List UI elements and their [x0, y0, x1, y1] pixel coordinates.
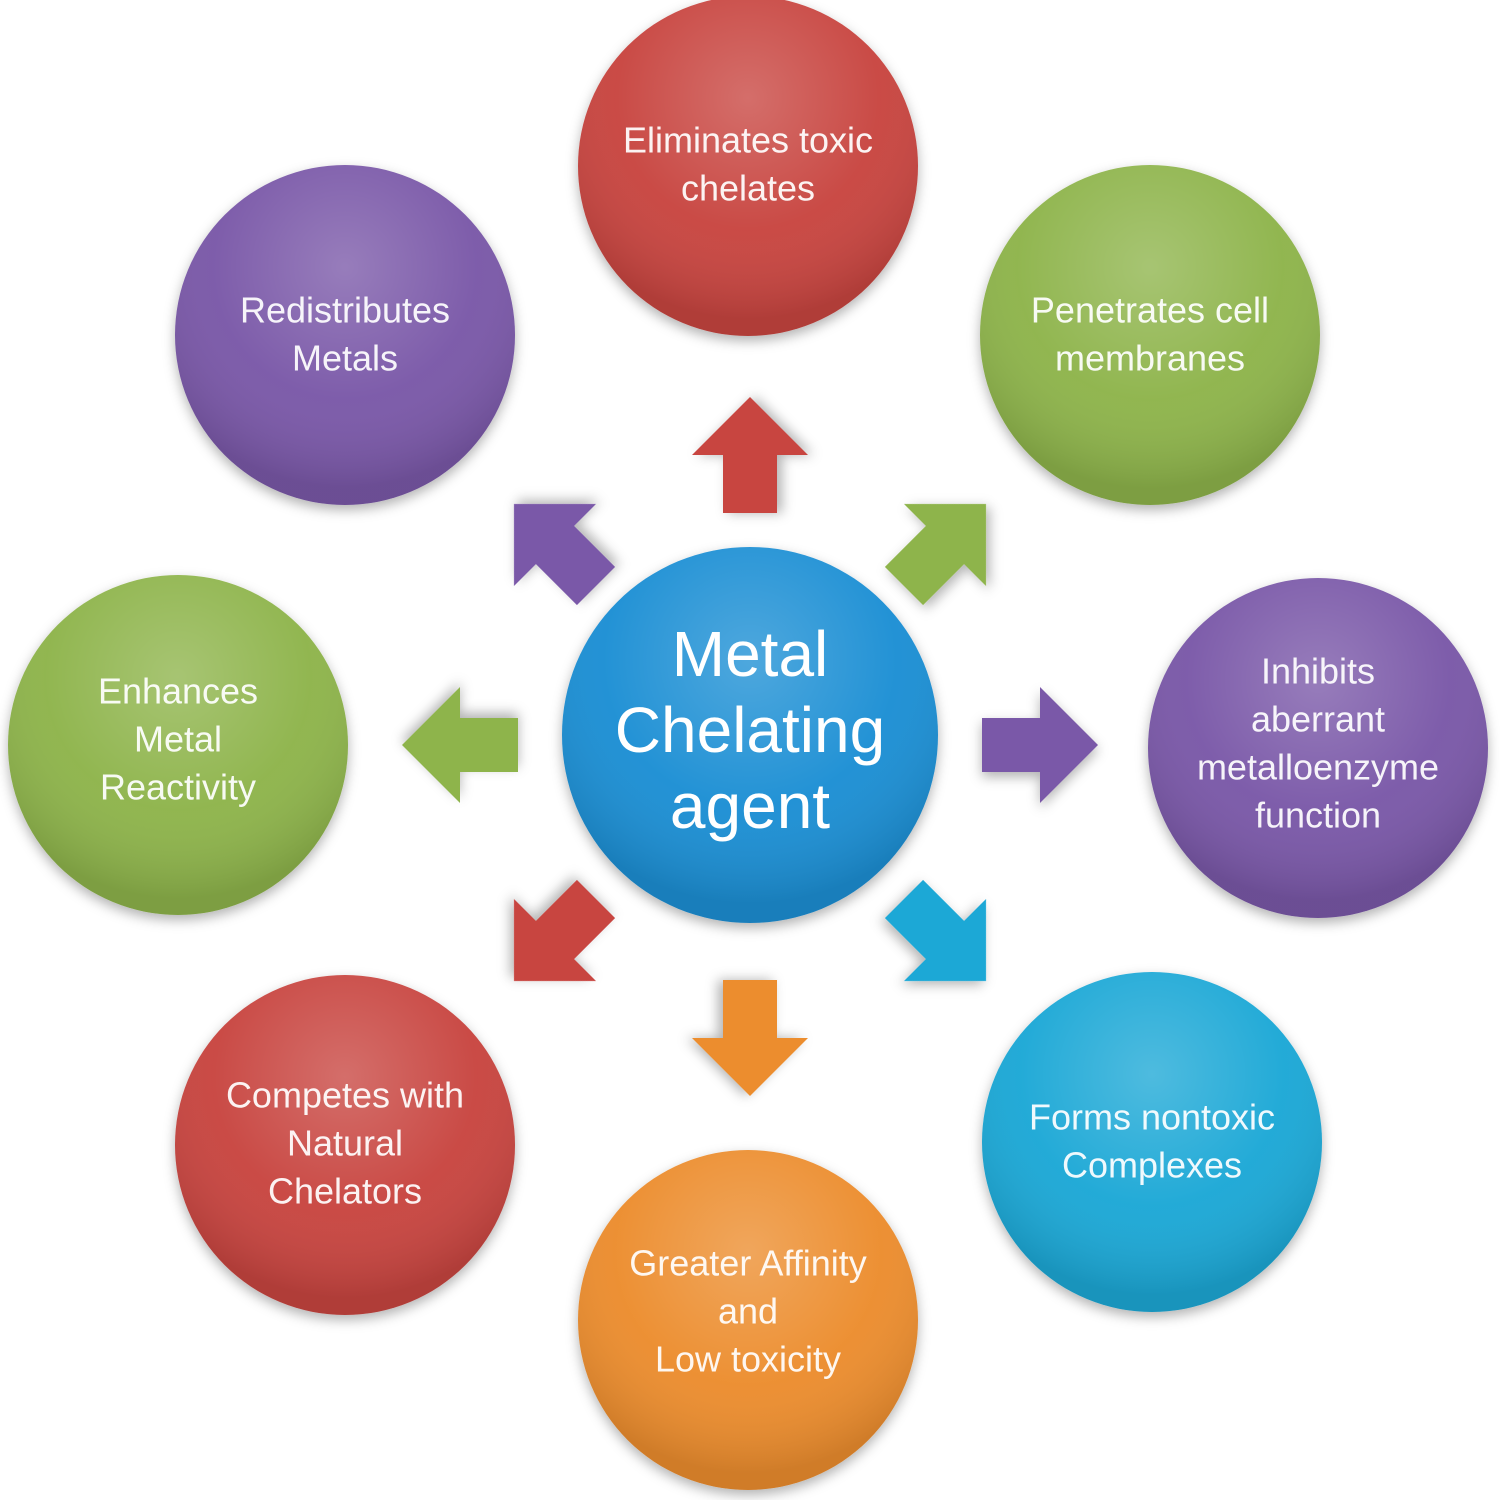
node-label-line: Reactivity [100, 767, 256, 808]
node-shine [8, 575, 348, 915]
center-shine [562, 547, 938, 923]
node-label-line: Low toxicity [655, 1339, 841, 1380]
node-label-line: Competes with [226, 1075, 464, 1116]
node-label-line: Enhances [98, 671, 258, 712]
node-label-line: Natural [287, 1123, 403, 1164]
node-shine [1148, 578, 1488, 918]
center-label-line: Metal [672, 618, 829, 690]
node-shine [980, 165, 1320, 505]
node-eliminates-toxic-chelates: Eliminates toxic chelates [578, 0, 918, 336]
center-label-line: agent [670, 770, 830, 842]
arrow-down-left [513, 879, 616, 982]
center-label-line: Chelating [615, 694, 885, 766]
node-label-line: Greater Affinity [629, 1243, 866, 1284]
node-shine [578, 0, 918, 336]
arrow-up [692, 397, 808, 513]
arrow-up-left [513, 503, 616, 606]
node-shine [578, 1150, 918, 1490]
node-label-line: and [718, 1291, 778, 1332]
node-label-line: membranes [1055, 338, 1245, 379]
node-label-line: Forms nontoxic [1029, 1097, 1275, 1138]
node-label-line: Metal [134, 719, 222, 760]
node-label-line: Metals [292, 338, 398, 379]
node-shine [175, 975, 515, 1315]
node-label-line: chelates [681, 168, 815, 209]
node-penetrates-cell-membranes: Penetrates cell membranes [980, 165, 1320, 505]
node-label-line: function [1255, 795, 1381, 836]
arrow-left [402, 687, 518, 803]
node-label-line: metalloenzyme [1197, 747, 1439, 788]
node-inhibits-aberrant-metalloenzyme-function: Inhibits aberrant metalloenzyme function [1148, 578, 1488, 918]
node-label-line: Redistributes [240, 290, 450, 331]
arrow-up-right [884, 503, 987, 606]
node-label-line: aberrant [1251, 699, 1385, 740]
node-label-line: Eliminates toxic [623, 120, 873, 161]
node-shine [175, 165, 515, 505]
arrow-down [692, 980, 808, 1096]
node-label-line: Complexes [1062, 1145, 1242, 1186]
arrows [402, 397, 1098, 1096]
node-label-line: Inhibits [1261, 651, 1375, 692]
node-shine [982, 972, 1322, 1312]
node-label-line: Chelators [268, 1171, 422, 1212]
node-label-line: Penetrates cell [1031, 290, 1269, 331]
arrow-down-right [884, 879, 987, 982]
arrow-right [982, 687, 1098, 803]
